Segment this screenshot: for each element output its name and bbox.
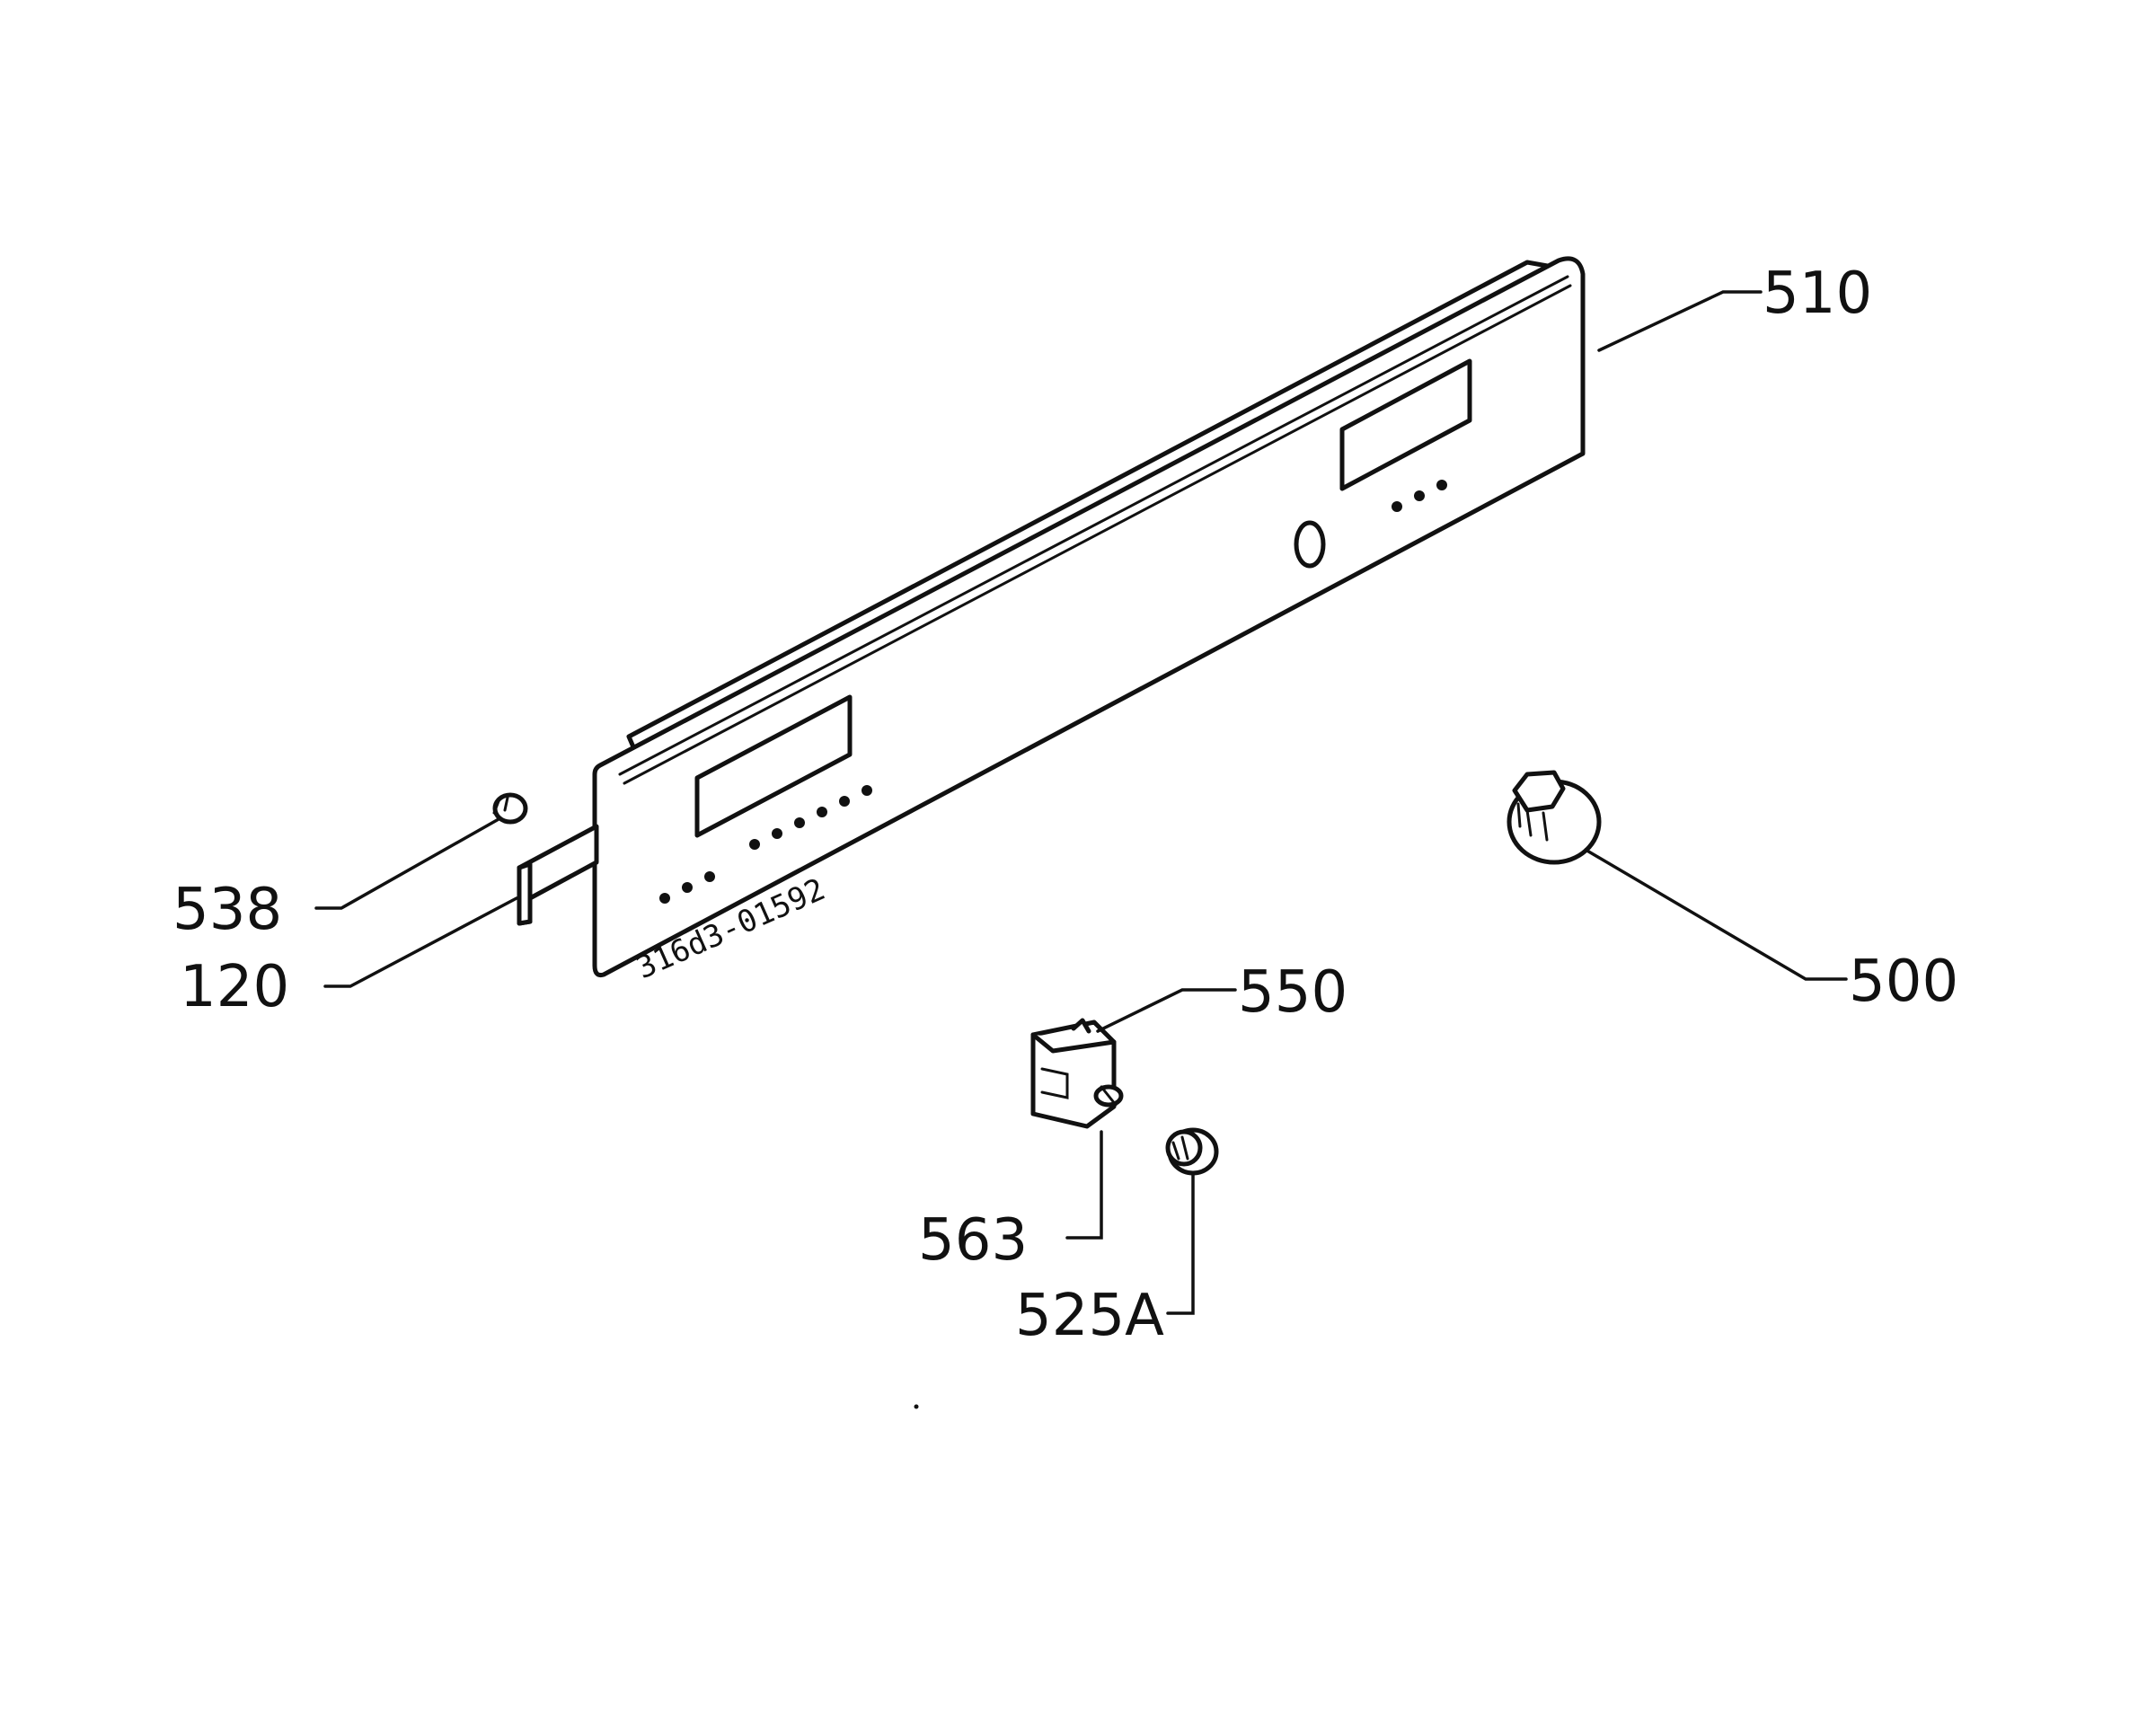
leader-510 [1597,290,1763,352]
callout-500: 500 [1849,949,1958,1015]
callout-120: 120 [180,954,289,1020]
callout-525A: 525A [1015,1283,1164,1349]
leader-538 [314,817,500,910]
leader-500 [1584,848,1848,981]
callout-538: 538 [172,877,282,943]
leader-563 [1065,1130,1103,1240]
small-knob [492,792,528,825]
leader-550 [1096,988,1237,1033]
leader-525A [1166,1173,1195,1315]
stray-mark [914,1404,919,1409]
screw [1093,1084,1124,1108]
leader-120 [323,896,518,988]
mounting-bracket [517,824,599,926]
callout-563: 563 [918,1207,1028,1274]
control-panel: 316d3-01592 [592,256,1586,986]
switch-clip [1030,1018,1117,1129]
rotary-knob [1507,770,1602,865]
push-button [1165,1127,1219,1176]
callout-510: 510 [1763,260,1872,327]
callout-550: 550 [1238,959,1348,1026]
